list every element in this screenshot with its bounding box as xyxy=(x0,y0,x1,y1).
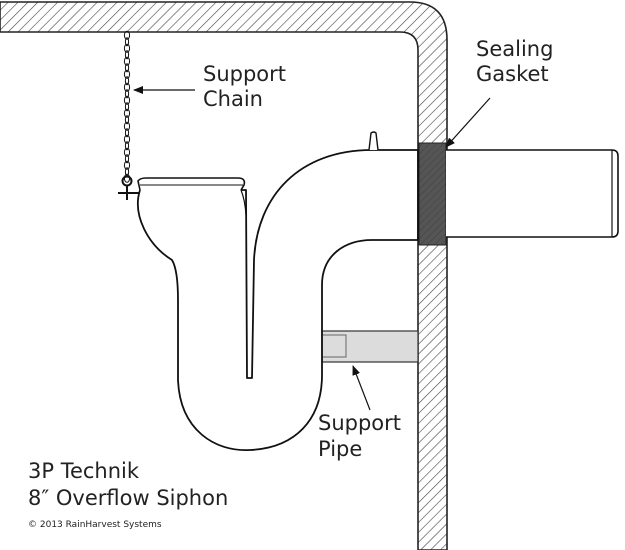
chain-link xyxy=(124,63,130,73)
chain-link xyxy=(123,160,131,170)
diagram-title-line1: 3P Technik xyxy=(28,459,140,483)
chain-link xyxy=(124,115,130,125)
chain-link xyxy=(124,102,130,112)
support-chain-label-line2: Chain xyxy=(203,87,263,111)
sealing-gasket-label: Sealing Gasket xyxy=(476,37,560,86)
support-pipe-arrow xyxy=(352,365,371,411)
sealing-gasket-label-line1: Sealing xyxy=(476,37,553,61)
chain-hook xyxy=(118,175,140,200)
chain-link xyxy=(123,134,131,144)
sealing-gasket-label-line2: Gasket xyxy=(476,62,549,86)
chain-link xyxy=(124,37,130,47)
copyright-notice: © 2013 RainHarvest Systems xyxy=(28,520,162,530)
chain-link xyxy=(123,43,131,53)
diagram-title-line2: 8″ Overflow Siphon xyxy=(28,486,228,510)
chain-link xyxy=(123,95,131,105)
chain-link xyxy=(124,128,130,138)
chain-link xyxy=(123,56,131,66)
support-pipe-label-line1: Support xyxy=(318,411,401,435)
chain-link xyxy=(123,121,131,131)
chain-link xyxy=(123,147,131,157)
chain-link xyxy=(123,108,131,118)
support-chain xyxy=(123,30,131,183)
support-pipe-label: Support Pipe xyxy=(318,411,408,461)
sealing-gasket-arrow xyxy=(445,97,491,148)
chain-link xyxy=(123,82,131,92)
tank-wall xyxy=(0,1,448,550)
support-pipe-label-line2: Pipe xyxy=(318,437,362,461)
outlet-pipe xyxy=(446,149,619,238)
support-chain-label-line1: Support xyxy=(203,62,286,86)
support-chain-label: Support Chain xyxy=(203,62,293,111)
chain-link xyxy=(123,69,131,79)
chain-link xyxy=(124,76,130,86)
chain-link xyxy=(124,89,130,99)
chain-link xyxy=(124,50,130,60)
chain-link xyxy=(124,154,130,164)
chain-link xyxy=(123,30,131,40)
chain-link xyxy=(124,141,130,151)
intake-funnel xyxy=(137,177,246,191)
siphon-body xyxy=(137,149,419,451)
vent-nub xyxy=(368,131,379,151)
